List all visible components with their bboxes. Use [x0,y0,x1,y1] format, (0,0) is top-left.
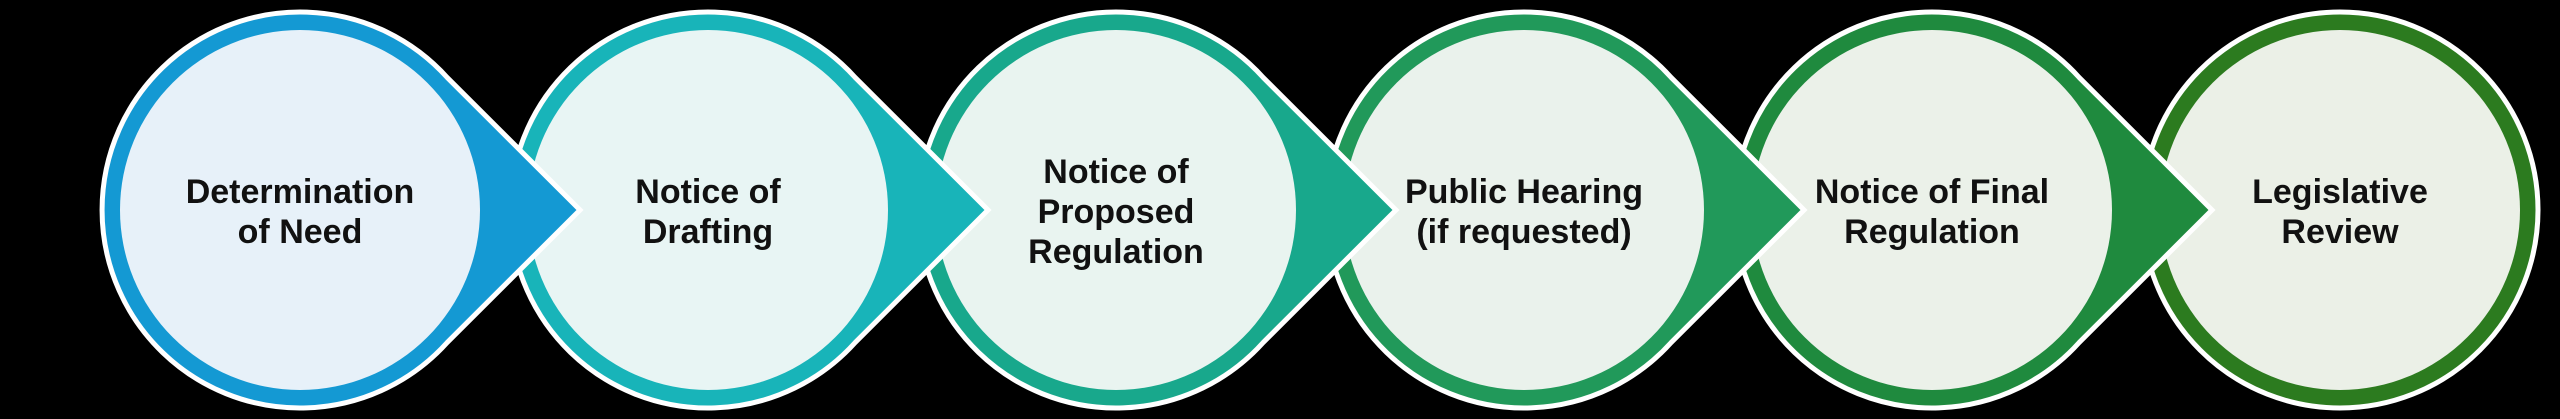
step-3-shape [915,9,1400,411]
step-2-shape [507,9,992,411]
step-5-shape [1731,9,2216,411]
step-2-inner [528,30,888,390]
step-5-inner [1752,30,2112,390]
step-6-shape [2139,9,2541,411]
step-4-inner [1344,30,1704,390]
step-3-inner [936,30,1296,390]
step-1-inner [120,30,480,390]
step-6-inner [2160,30,2520,390]
step-1-shape [99,9,584,411]
